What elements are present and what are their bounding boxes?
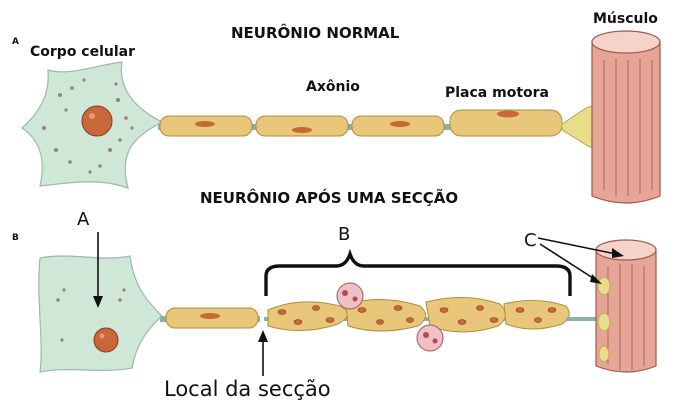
label-muscle: Músculo (593, 11, 658, 27)
section-label: Local da secção (164, 377, 331, 401)
arrow-c-line-2 (540, 244, 596, 280)
panel-a-letter: A (12, 37, 19, 47)
panel-b-title: NEURÔNIO APÓS UMA SECÇÃO (200, 188, 458, 207)
panel-b-letter: B (12, 233, 19, 243)
label-cell-body: Corpo celular (30, 44, 135, 60)
marker-b: B (338, 224, 350, 245)
degenerating-myelin (268, 297, 569, 332)
brace-b (266, 254, 570, 296)
schwann-nucleus-proximal (200, 313, 220, 319)
nucleolus-displaced (100, 334, 105, 339)
muscle-normal (592, 31, 660, 203)
arrow-section-head (258, 330, 268, 342)
marker-c: C (524, 230, 537, 251)
marker-a: A (77, 209, 90, 230)
nucleus-displaced (94, 328, 118, 352)
nucleus-normal (82, 106, 112, 136)
motor-plates-denervated (598, 277, 610, 362)
label-motor-plate: Placa motora (445, 85, 549, 101)
label-axon: Axônio (306, 79, 360, 95)
panel-a-title: NEURÔNIO NORMAL (231, 23, 400, 42)
cell-body-sectioned (39, 256, 162, 372)
nucleolus-normal (89, 113, 95, 119)
distal-axon-end (566, 317, 600, 321)
